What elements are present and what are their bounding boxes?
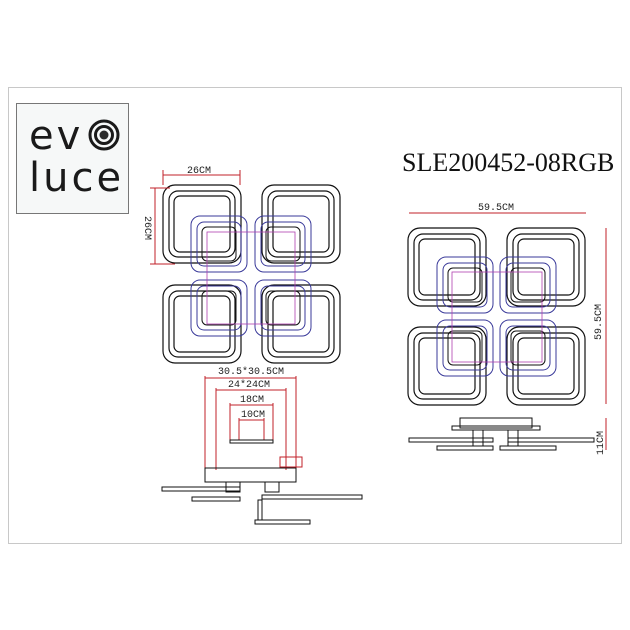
dim-side-2: 24*24CM — [228, 380, 271, 391]
side-view-right — [408, 417, 607, 451]
top-view-left — [150, 170, 341, 364]
top-view-right — [407, 212, 607, 406]
side-view-left — [161, 376, 363, 525]
dim-right-width: 59.5CM — [478, 203, 515, 214]
dim-left-height: 26CM — [141, 216, 152, 241]
concentric-circle-icon — [88, 119, 120, 151]
model-number: SLE200452-08RGB — [402, 148, 615, 177]
brand-line-1: ev — [29, 113, 84, 159]
drawing-frame — [8, 87, 622, 544]
brand-line-2: luce — [29, 155, 125, 201]
dim-side-1: 30.5*30.5CM — [218, 367, 285, 378]
dim-right-height: 59.5CM — [594, 303, 605, 340]
dim-side-right-height: 11CM — [596, 430, 607, 455]
dim-side-4: 10CM — [241, 410, 266, 421]
dim-left-width: 26CM — [187, 166, 212, 177]
brand-logo: ev luce — [16, 103, 129, 214]
dim-side-3: 18CM — [240, 395, 265, 406]
